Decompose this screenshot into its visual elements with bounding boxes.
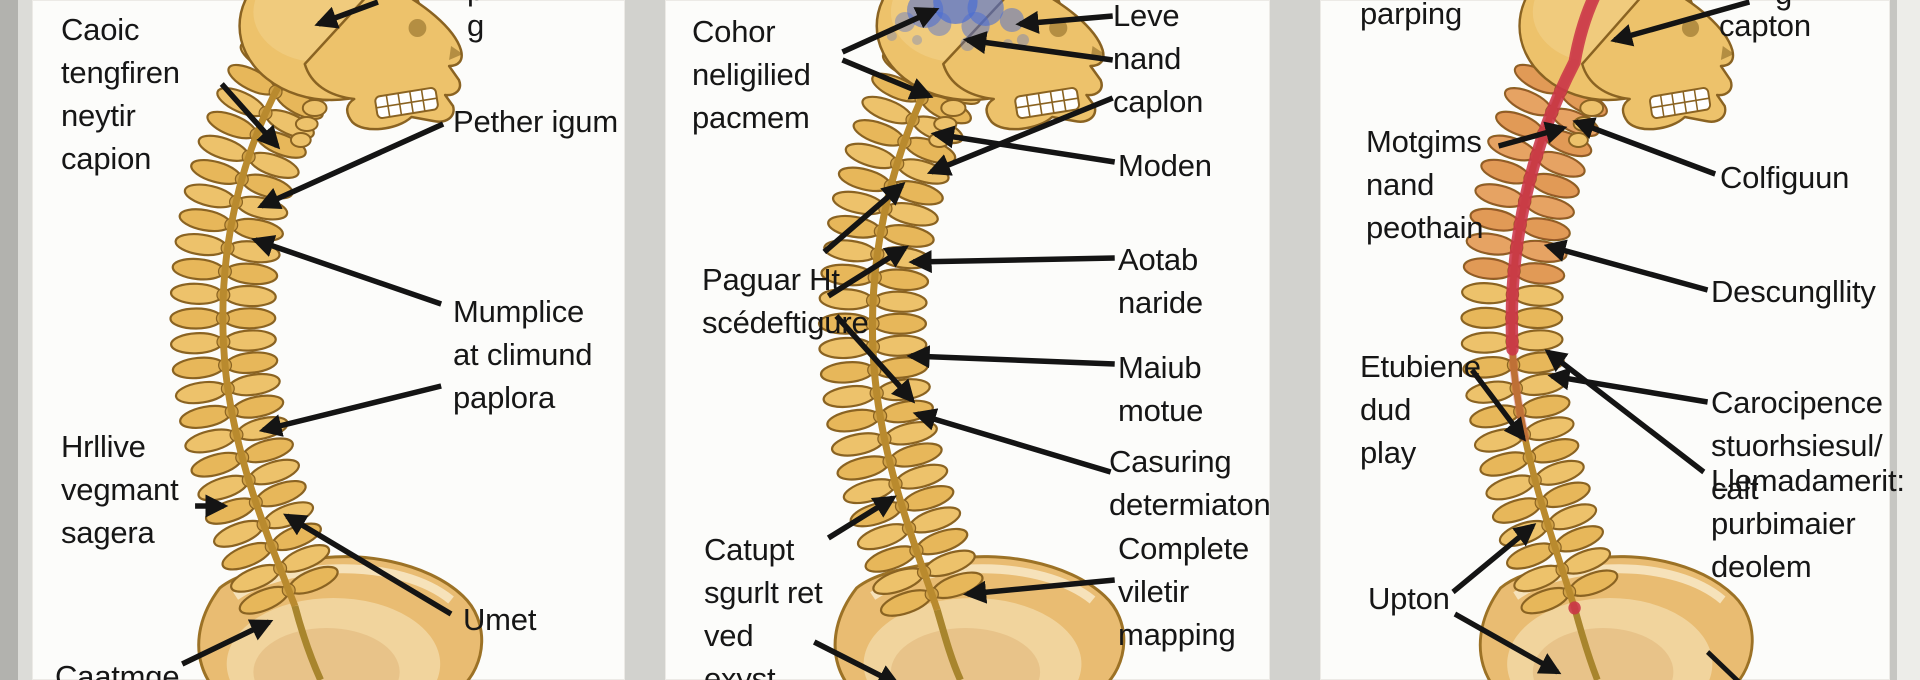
label-colfiguun: Colfiguun xyxy=(1720,160,1850,195)
spine-illustration-left xyxy=(169,0,484,680)
label-umet: Umet xyxy=(463,602,537,637)
spine-panel-middle: Cohor neligilied pacmem Leve nand caplon… xyxy=(665,0,1271,680)
label-complete: Complete viletir mapping xyxy=(1118,531,1250,652)
label-carocipence: Carocipence stuorhsiesul/ calt xyxy=(1711,385,1883,506)
label-catupt: Catupt sgurlt ret ved exyst xyxy=(704,532,823,680)
label-moden: Moden xyxy=(1118,148,1212,183)
partial-label: g xyxy=(1775,0,1792,12)
panel-divider-2 xyxy=(1270,0,1320,680)
red-highlight xyxy=(1505,0,1600,615)
spine-illustration-middle xyxy=(812,0,1126,680)
left-edge-dark xyxy=(0,0,18,680)
arrow-lines xyxy=(1451,0,1751,680)
label-caoic: Caoic tengfiren neytir capion xyxy=(61,12,180,176)
pelvis-illustration xyxy=(1478,555,1754,680)
label-mumplice: Mumplice at climund paplora xyxy=(453,294,593,415)
right-edge-line xyxy=(1890,0,1897,680)
label-cohor: Cohor neligilied pacmem xyxy=(692,14,811,135)
label-leve: Leve nand caplon xyxy=(1113,0,1204,119)
label-upton: Upton xyxy=(1368,581,1450,616)
label-llemadamerit: Llemadamerit: purbimaier deolem xyxy=(1711,463,1905,584)
label-maiub: Maiub motue xyxy=(1118,350,1204,428)
left-edge-light xyxy=(18,0,32,680)
label-caatmge: Caatmge xyxy=(55,659,180,680)
label-paguar: Paguar Ht scédeftigure xyxy=(702,262,869,340)
label-etubiene: Etubiene dud play xyxy=(1360,349,1481,470)
label-descungllity: Descungllity xyxy=(1711,274,1876,309)
label-parping: parping xyxy=(1360,0,1463,31)
label-motgims: Motgims nand peothain xyxy=(1366,124,1484,245)
label-capton: capton xyxy=(1719,8,1811,43)
label-casuring: Casuring determiaton xyxy=(1109,444,1271,522)
arrow-lines xyxy=(812,7,1116,680)
panel-divider-1 xyxy=(625,0,665,680)
spine-panel-right: g parping capton Motgims nand peothain C… xyxy=(1320,0,1905,680)
spine-illustration-right xyxy=(1451,0,1754,680)
label-hrllive: Hrllive vegmant sagera xyxy=(61,429,179,550)
label-pether: Pether igum xyxy=(453,104,618,139)
right-edge-light xyxy=(1897,0,1920,680)
skull-illustration xyxy=(238,0,463,148)
label-aotab: Aotab naride xyxy=(1118,242,1203,320)
spine-panel-left: p g Caoic tengfiren neytir capion Pether… xyxy=(32,0,625,680)
partial-label: p g xyxy=(467,0,555,43)
arrow-lines xyxy=(181,0,453,667)
